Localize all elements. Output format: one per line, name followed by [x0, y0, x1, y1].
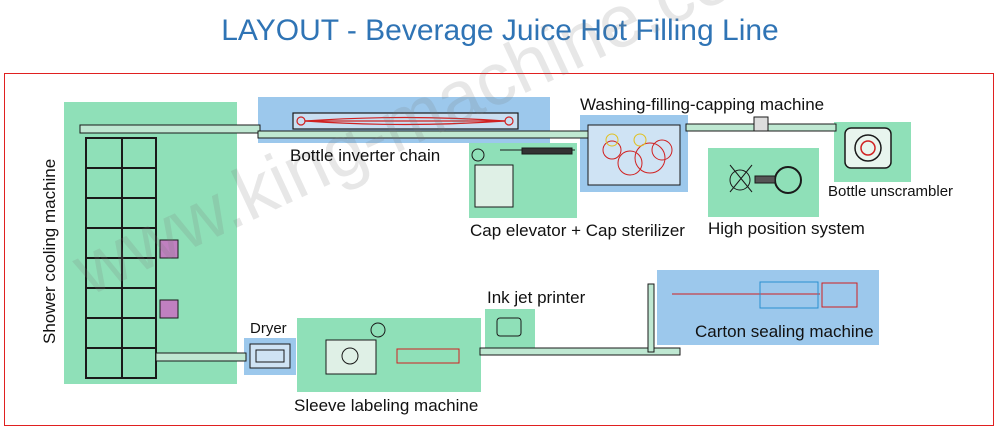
washing-filling-machine	[587, 116, 769, 186]
label-cap-elevator-sterilizer: Cap elevator + Cap sterilizer	[470, 221, 685, 240]
sleeve-labeling-machine	[325, 322, 460, 375]
label-dryer: Dryer	[250, 320, 287, 337]
label-ink-jet-printer: Ink jet printer	[487, 288, 586, 307]
carton-sealing-machine	[672, 281, 858, 309]
page-title: LAYOUT - Beverage Juice Hot Filling Line	[221, 14, 779, 47]
layout-frame	[4, 73, 994, 426]
dryer-machine	[249, 343, 291, 369]
label-sleeve-labeling-machine: Sleeve labeling machine	[294, 396, 479, 415]
inkjet-zone	[485, 309, 535, 351]
label-bottle-unscrambler: Bottle unscrambler	[828, 183, 954, 200]
ink-jet-printer	[496, 317, 522, 337]
shower-cooling-grid	[85, 137, 179, 379]
label-bottle-inverter-chain: Bottle inverter chain	[290, 146, 441, 165]
label-high-position-system: High position system	[708, 219, 865, 238]
cap-elevator	[471, 147, 575, 208]
bottom-conveyor	[155, 283, 681, 362]
high-position-machine	[729, 164, 802, 194]
bottle-unscrambler	[844, 127, 892, 169]
label-carton-sealing-machine: Carton sealing machine	[695, 322, 874, 341]
label-shower-cooling-machine: Shower cooling machine	[40, 158, 59, 344]
label-washing-filling-capping: Washing-filling-capping machine	[580, 95, 825, 114]
inverter-chain	[292, 112, 519, 130]
shower-cooling-zone	[64, 102, 237, 384]
